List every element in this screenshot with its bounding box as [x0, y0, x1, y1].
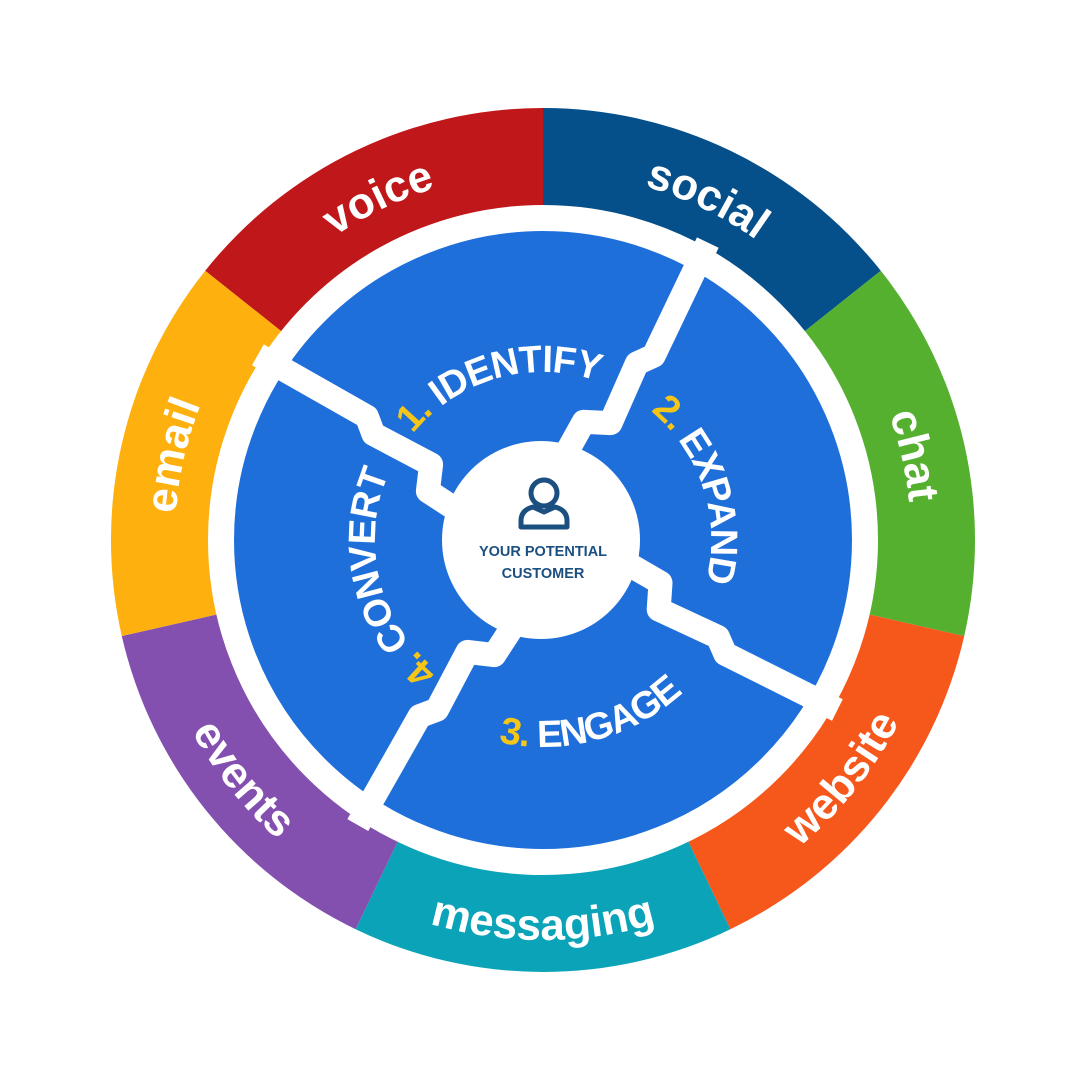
channel-segment-website: [687, 614, 965, 930]
channel-segment-social: [543, 108, 881, 333]
ring-gap: [208, 205, 878, 875]
step-divider: [347, 618, 524, 832]
channel-segment-chat: [803, 270, 976, 637]
step-divider: [623, 554, 843, 721]
channel-segment-email: [110, 270, 283, 637]
step-dividers: [208, 205, 878, 875]
step-number: 3.: [497, 710, 531, 756]
person-icon: [518, 477, 570, 530]
step-divider: [555, 237, 719, 459]
center-text-line1: YOUR POTENTIAL: [479, 544, 607, 560]
center-text-line2: CUSTOMER: [502, 566, 585, 582]
channel-ring: [110, 107, 976, 972]
channel-segment-voice: [205, 107, 543, 333]
channel-segment-messaging: [355, 840, 731, 972]
center-circle: [442, 441, 640, 639]
channel-segment-events: [121, 614, 399, 930]
step-divider: [251, 344, 465, 521]
